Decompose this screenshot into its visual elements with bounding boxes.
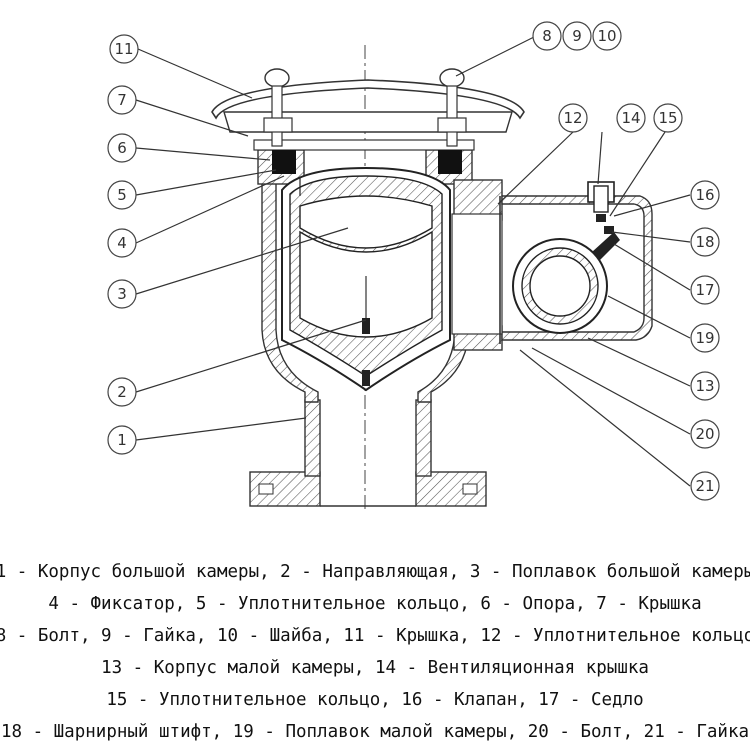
svg-text:5: 5 [117, 186, 127, 204]
label-6: 6 [107, 133, 137, 163]
leader-lines [135, 35, 691, 487]
svg-text:15: 15 [658, 109, 677, 127]
label-19: 19 [690, 323, 720, 353]
label-21: 21 [690, 471, 720, 501]
svg-text:19: 19 [695, 329, 714, 347]
legend-line: 4 - Фиксатор, 5 - Уплотнительное кольцо,… [48, 594, 702, 614]
top-cover [211, 68, 525, 174]
svg-text:10: 10 [597, 27, 616, 45]
legend-line: 15 - Уплотнительное кольцо, 16 - Клапан,… [106, 690, 644, 710]
label-17: 17 [690, 275, 720, 305]
svg-text:2: 2 [117, 383, 127, 401]
label-20: 20 [690, 419, 720, 449]
parts-legend: 1 - Корпус большой камеры, 2 - Направляю… [0, 556, 750, 748]
svg-text:6: 6 [117, 139, 127, 157]
label-12: 12 [558, 103, 588, 133]
svg-text:21: 21 [695, 477, 714, 495]
svg-text:11: 11 [114, 40, 133, 58]
legend-line: 13 - Корпус малой камеры, 14 - Вентиляци… [101, 658, 649, 678]
label-18: 18 [690, 227, 720, 257]
label-5: 5 [107, 180, 137, 210]
label-11: 11 [109, 34, 139, 64]
svg-text:14: 14 [621, 109, 640, 127]
large-float [281, 166, 451, 392]
small-chamber [451, 181, 653, 344]
legend-line: 8 - Болт, 9 - Гайка, 10 - Шайба, 11 - Кр… [0, 626, 750, 646]
label-9: 9 [562, 21, 592, 51]
svg-text:1: 1 [117, 431, 127, 449]
svg-text:17: 17 [695, 281, 714, 299]
svg-text:18: 18 [695, 233, 714, 251]
label-2: 2 [107, 377, 137, 407]
label-15: 15 [653, 103, 683, 133]
svg-text:9: 9 [572, 27, 582, 45]
label-4: 4 [107, 228, 137, 258]
label-7: 7 [107, 85, 137, 115]
legend-line: 18 - Шарнирный штифт, 19 - Поплавок мало… [0, 722, 750, 742]
label-10: 10 [592, 21, 622, 51]
label-14: 14 [616, 103, 646, 133]
label-16: 16 [690, 180, 720, 210]
label-3: 3 [107, 279, 137, 309]
svg-text:8: 8 [542, 27, 552, 45]
svg-text:16: 16 [695, 186, 714, 204]
svg-text:7: 7 [117, 91, 127, 109]
label-8: 8 [532, 21, 562, 51]
svg-text:20: 20 [695, 425, 714, 443]
svg-text:12: 12 [563, 109, 582, 127]
svg-text:3: 3 [117, 285, 127, 303]
legend-line: 1 - Корпус большой камеры, 2 - Направляю… [0, 562, 750, 582]
lower-flange [249, 399, 487, 507]
air-valve-drawing: 1 2 3 4 5 6 7 8 9 10 11 12 14 15 16 18 1… [107, 21, 720, 512]
label-13: 13 [690, 371, 720, 401]
svg-text:4: 4 [117, 234, 127, 252]
label-1: 1 [107, 425, 137, 455]
svg-text:13: 13 [695, 377, 714, 395]
